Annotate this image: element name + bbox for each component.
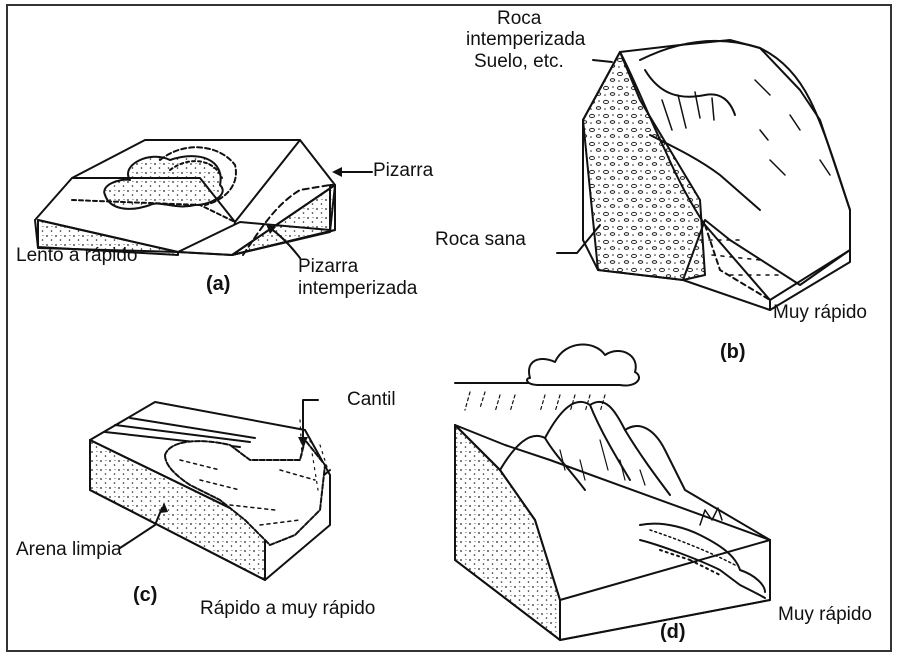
label-d-speed: Muy rápido [778,605,872,625]
label-a-pizarra-weathered-line1: Pizarra [298,257,358,277]
panel-c-block [90,402,330,580]
label-c-cantil: Cantil [347,390,396,410]
caption-b: (b) [720,342,746,362]
label-c-speed: Rápido a muy rápido [200,599,375,619]
panel-d-block [455,345,770,640]
label-a-speed: Lento a rápido [16,246,138,266]
panel-a-block [35,140,335,255]
leader-b-top [593,60,612,62]
label-b-intemperizada: intemperizada [466,30,585,50]
label-b-roca-sana: Roca sana [435,230,526,250]
label-b-suelo: Suelo, etc. [474,52,564,72]
label-c-arena: Arena limpia [16,540,122,560]
caption-d: (d) [660,622,686,642]
label-b-speed: Muy rápido [773,303,867,323]
panel-b-block [583,40,850,310]
label-b-roca: Roca [497,9,541,29]
caption-c: (c) [133,585,157,605]
label-a-pizarra-weathered-line2: intemperizada [298,279,417,299]
label-a-pizarra: Pizarra [373,161,433,181]
caption-a: (a) [206,274,230,294]
